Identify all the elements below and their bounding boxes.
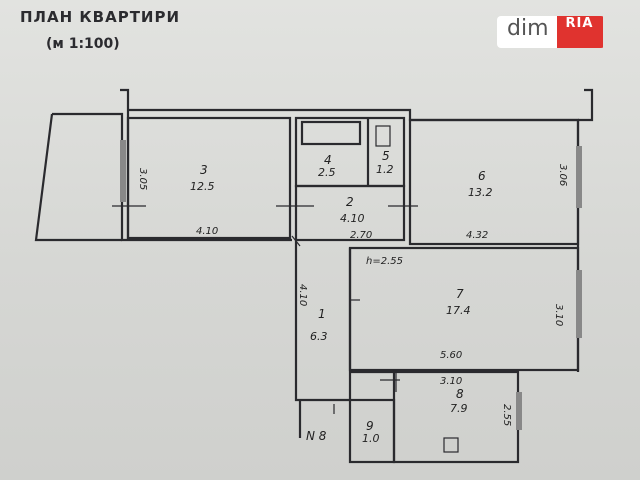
room-2-number: 2 [346, 195, 354, 209]
room-9-area: 1.0 [362, 432, 380, 445]
room-6-number: 6 [478, 169, 486, 183]
room-1-number: 1 [318, 307, 326, 321]
dim-room3-width: 4.10 [196, 226, 218, 237]
plan-scale: (м 1:100) [46, 36, 120, 52]
plan-title: ПЛАН КВАРТИРИ [20, 8, 181, 26]
apartment-label: N 8 [306, 429, 327, 443]
room-7-area: 17.4 [446, 304, 471, 317]
dim-room7-width: 5.60 [440, 350, 462, 361]
room-4-area: 2.5 [318, 166, 336, 179]
dim-room8-depth: 2.55 [501, 404, 512, 426]
room-4-number: 4 [324, 153, 332, 167]
dim-room7-depth: 3.10 [553, 304, 564, 326]
dim-room1-depth: 4.10 [297, 284, 308, 306]
room-5-number: 5 [382, 149, 390, 163]
room-2-area: 4.10 [340, 212, 365, 225]
room-1-area: 6.3 [310, 330, 328, 343]
room-3-area: 12.5 [190, 180, 215, 193]
room-8-area: 7.9 [450, 402, 468, 415]
room-9-number: 9 [366, 419, 374, 433]
dim-room6-depth: 3.06 [557, 164, 568, 186]
room-5-area: 1.2 [376, 163, 394, 176]
room-6-area: 13.2 [468, 186, 493, 199]
watermark-text: dim [497, 16, 557, 48]
dim-room2-width: 2.70 [350, 230, 372, 241]
dim-room8-width: 3.10 [440, 376, 462, 387]
dim-room6-width: 4.32 [466, 230, 488, 241]
windows [120, 140, 582, 430]
watermark-logo: RIA [556, 16, 603, 48]
dim-ceiling-height: h=2.55 [366, 256, 403, 267]
room-3-number: 3 [200, 163, 208, 177]
room-8-number: 8 [456, 387, 464, 401]
door-marks [112, 205, 418, 414]
watermark: dim RIA [497, 16, 605, 48]
room-7-number: 7 [456, 287, 464, 301]
fixtures [375, 125, 459, 453]
dim-room3-depth: 3.05 [137, 168, 148, 190]
